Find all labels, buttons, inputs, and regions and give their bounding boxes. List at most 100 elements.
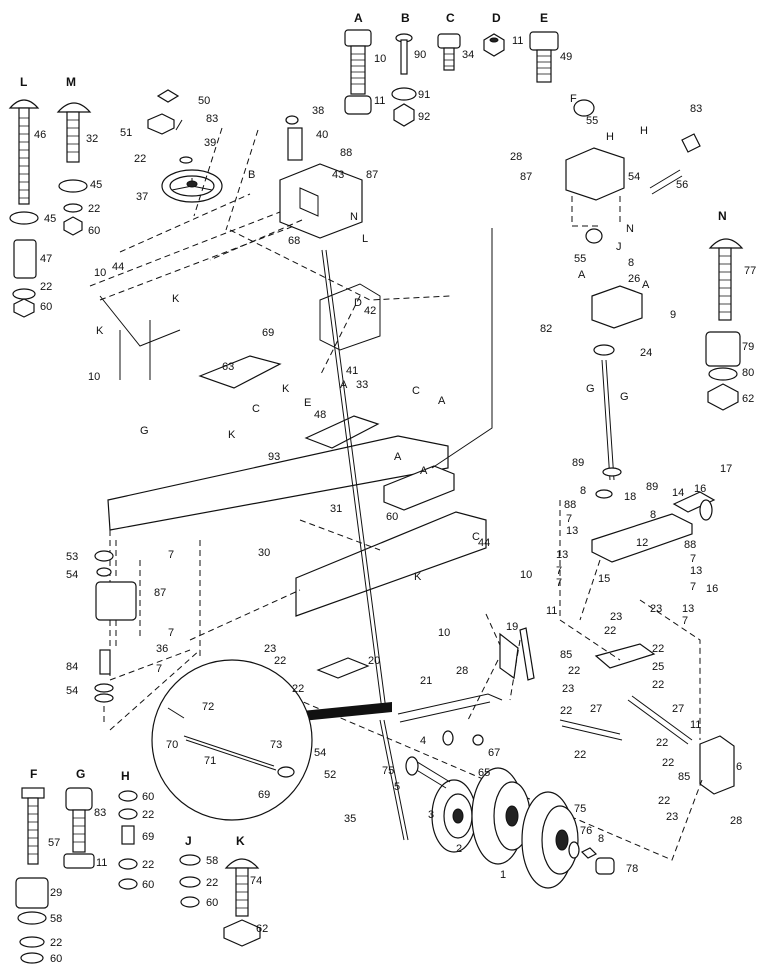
tie-rod-27 xyxy=(559,719,623,741)
dash-support xyxy=(279,115,363,239)
callout-54-b: 54 xyxy=(66,685,78,697)
group-header-g: G xyxy=(76,767,85,781)
callout-28-top: 28 xyxy=(510,151,522,163)
front-wheel-rim xyxy=(431,779,477,853)
column-dashes xyxy=(571,196,621,227)
callout-91-a: 89 xyxy=(572,457,584,469)
group-n-label: N xyxy=(718,209,727,223)
connector-g-1: G xyxy=(586,383,595,395)
callout-64: 65 xyxy=(478,767,490,779)
callout-38: 38 xyxy=(312,105,324,117)
pivot-dashes xyxy=(103,540,117,726)
callout-13-c: 13 xyxy=(556,549,568,561)
left-bracket xyxy=(99,295,181,380)
connector-b: B xyxy=(248,169,255,181)
callout-22-a: 22 xyxy=(274,655,286,667)
callout-43: 43 xyxy=(332,169,344,181)
callout-42: 42 xyxy=(364,305,376,317)
callout-11-r: 11 xyxy=(546,605,557,617)
callout-13-b: 13 xyxy=(690,565,702,577)
callout-6: 6 xyxy=(736,761,742,773)
callout-22-j2: 22 xyxy=(206,877,218,889)
callout-44-l: 44 xyxy=(112,261,124,273)
callout-29: 29 xyxy=(50,887,62,899)
group-header-a: A xyxy=(354,11,363,25)
callout-14: 14 xyxy=(672,487,684,499)
callout-60-f: 60 xyxy=(50,953,62,965)
connector-h-1: H xyxy=(606,131,614,143)
group-g-label: G xyxy=(76,767,85,781)
connector-h-2: H xyxy=(640,125,648,137)
inset-leader xyxy=(109,649,201,731)
nut-d xyxy=(483,33,505,57)
connector-k-4: K xyxy=(228,429,236,441)
callout-8-c: 8 xyxy=(580,485,586,497)
callout-10-l2: 10 xyxy=(88,371,100,383)
callout-92: 90 xyxy=(414,49,426,61)
callout-22-g: 22 xyxy=(652,643,664,655)
callout-22-h: 22 xyxy=(652,679,664,691)
callout-57: 56 xyxy=(676,179,688,191)
callout-84: 83 xyxy=(690,103,702,115)
callout-11-g: 11 xyxy=(96,857,107,869)
callout-62-k: 62 xyxy=(256,923,268,935)
callout-23-b: 23 xyxy=(562,683,574,695)
callout-44-r: 44 xyxy=(478,537,490,549)
right-linkage xyxy=(591,491,735,795)
callout-22-c: 22 xyxy=(568,665,580,677)
callout-56-mid: 55 xyxy=(574,253,586,265)
callout-4: 4 xyxy=(420,735,426,747)
callout-51: 51 xyxy=(120,127,132,139)
group-header-b: B xyxy=(401,11,410,25)
group-b-label: B xyxy=(401,11,410,25)
callout-83: 82 xyxy=(540,323,552,335)
callout-7-a: 7 xyxy=(168,549,174,561)
callout-74: 73 xyxy=(270,739,282,751)
callout-17: 17 xyxy=(720,463,732,475)
callout-34: 34 xyxy=(462,49,474,61)
bolt-f xyxy=(15,787,49,964)
callout-22-h1: 22 xyxy=(142,809,154,821)
connector-letters: B N L D F H H N J A A G G K K K C K E A … xyxy=(96,93,650,583)
callout-24: 24 xyxy=(640,347,652,359)
connector-k-2: K xyxy=(96,325,104,337)
callout-91-b: 89 xyxy=(646,481,658,493)
callout-90-a: 88 xyxy=(564,499,576,511)
callout-15: 15 xyxy=(598,573,610,585)
group-h-label: H xyxy=(121,769,130,783)
callout-22-j: 22 xyxy=(662,757,674,769)
callout-60-l: 60 xyxy=(40,301,52,313)
callout-23-e: 23 xyxy=(666,811,678,823)
front-tire xyxy=(471,767,531,865)
rear-tire xyxy=(521,791,579,889)
connector-a-2: A xyxy=(642,279,650,291)
callout-25: 25 xyxy=(652,661,664,673)
callout-54-a: 54 xyxy=(66,569,78,581)
callouts: 10 11 90 91 92 34 11 49 46 32 45 22 60 4… xyxy=(34,35,756,965)
callout-7-f: 7 xyxy=(690,581,696,593)
callout-72: 71 xyxy=(204,755,216,767)
callout-67: 68 xyxy=(288,235,300,247)
callout-65: 67 xyxy=(488,747,500,759)
callout-3: 3 xyxy=(428,809,434,821)
connector-e: E xyxy=(304,397,311,409)
callout-39: 39 xyxy=(204,137,216,149)
callout-10-r2: 10 xyxy=(438,627,450,639)
spindle-arm xyxy=(499,632,519,680)
decal-84 xyxy=(681,133,701,153)
callout-78: 77 xyxy=(744,265,756,277)
connector-c-3: C xyxy=(472,531,480,543)
wheel-hardware xyxy=(405,730,615,875)
callout-32: 32 xyxy=(86,133,98,145)
callout-80: 79 xyxy=(742,341,754,353)
callout-53: 53 xyxy=(66,551,78,563)
callout-33: 33 xyxy=(356,379,368,391)
bolt-k xyxy=(223,858,261,947)
callout-28-mid: 28 xyxy=(456,665,468,677)
connector-n: N xyxy=(626,223,634,235)
frame-dashes xyxy=(89,193,451,377)
callout-5: 5 xyxy=(394,781,400,793)
callout-7-e: 7 xyxy=(690,553,696,565)
